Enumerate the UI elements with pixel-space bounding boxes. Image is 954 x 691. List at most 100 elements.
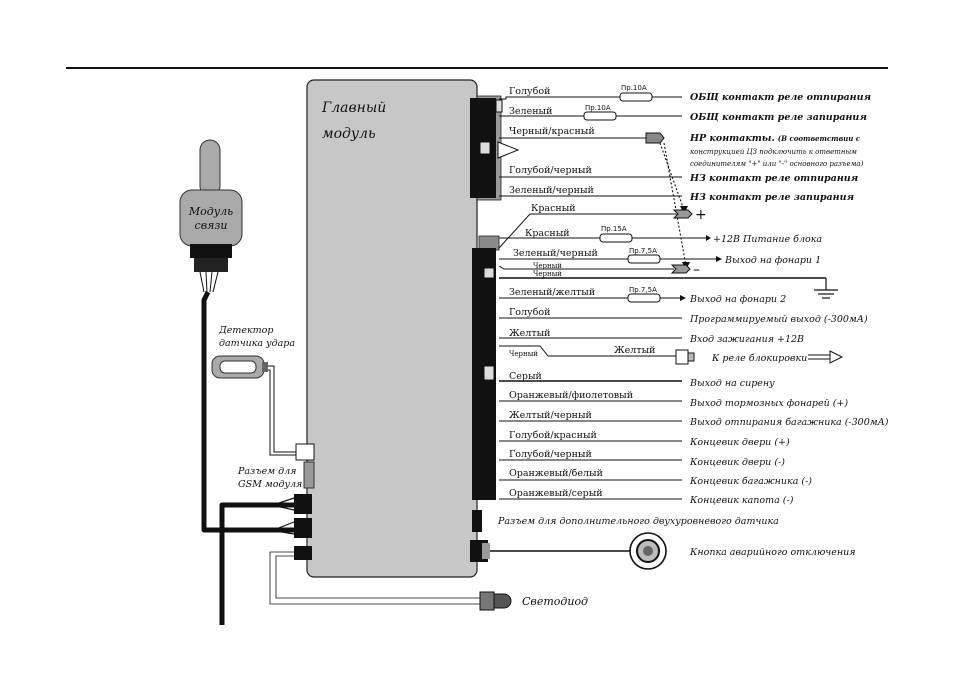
upper-connector-latch xyxy=(479,141,491,155)
comm-module-label-2: связи xyxy=(195,219,228,232)
relay-arrow xyxy=(808,350,844,364)
led-lens xyxy=(493,593,512,609)
gsm-label-1: Разъем для xyxy=(237,466,296,477)
shock-sensor-label-2: датчика удара xyxy=(219,338,295,349)
wire-label-10: Черный xyxy=(533,270,562,278)
wire-label-19: Голубой/черный xyxy=(509,449,592,460)
wire-label-2: Зеленый xyxy=(509,106,552,117)
shock-sensor-label-1: Детектор xyxy=(218,325,273,336)
upper-connector-tab xyxy=(495,99,503,113)
relay-plug-tip xyxy=(687,352,695,362)
func-label-1: ОБЩ контакт реле отпирания xyxy=(690,92,871,103)
func-label-8: Выход на фонари 1 xyxy=(724,255,821,266)
func-label-2: ОБЩ контакт реле запирания xyxy=(690,112,867,123)
func-label-4: НЗ контакт реле отпирания xyxy=(689,173,859,184)
plus-terminal xyxy=(672,209,693,219)
fuse-label-3: Пр.15А xyxy=(601,225,627,233)
func-label-17: Выход отпирания багажника (-300мА) xyxy=(689,417,889,428)
minus-sign: – xyxy=(693,262,700,278)
shock-sensor-tab xyxy=(262,362,268,372)
gsm-connector xyxy=(303,461,315,489)
button-connector-tab xyxy=(482,543,490,559)
wire-label-17: Желтый/черный xyxy=(509,410,592,421)
comm-module-base xyxy=(190,244,232,258)
fuse-5 xyxy=(627,293,661,303)
shock-sensor-wires xyxy=(268,365,296,456)
fuse-label-2: Пр.10А xyxy=(585,104,611,112)
fuse-label-4: Пр.7,5А xyxy=(629,247,657,255)
upper-connector-wedge xyxy=(497,141,520,159)
func-label-13: Вход зажигания +12В xyxy=(689,334,804,345)
comm-module-plug xyxy=(194,258,228,272)
thick-cables xyxy=(201,290,298,625)
comm-module-wires xyxy=(199,271,219,293)
comm-antenna xyxy=(199,139,221,197)
wire-label-12: Голубой xyxy=(509,307,550,318)
func-label-5: НЗ контакт реле запирания xyxy=(689,192,854,203)
left-connector-1 xyxy=(294,494,312,514)
wire-lines xyxy=(490,96,826,552)
nr-plug xyxy=(645,132,665,144)
nr-dotted xyxy=(659,142,687,267)
led-wires xyxy=(269,551,480,605)
wire-label-20: Оранжевый/белый xyxy=(509,468,603,479)
func-label-11: Выход на фонари 2 xyxy=(689,294,786,305)
wire-label-1: Голубой xyxy=(509,86,550,97)
main-module xyxy=(306,79,478,578)
wire-label-15: Серый xyxy=(509,371,542,382)
main-module-title-2: модуль xyxy=(322,126,376,142)
func-label-7: +12В Питание блока xyxy=(713,234,822,245)
func-note-3: соединителям "+" или "-" основного разъе… xyxy=(690,160,864,168)
minus-terminal xyxy=(670,264,691,274)
lower-connector-latch xyxy=(483,365,495,381)
left-connector-2 xyxy=(294,518,312,538)
led-body xyxy=(479,591,495,611)
comm-module-label-1: Модуль xyxy=(188,205,233,218)
fuse-2 xyxy=(583,111,617,121)
wire-label-9: Черный xyxy=(533,262,562,270)
wire-label-4: Голубой/черный xyxy=(509,165,592,176)
emergency-button-label: Кнопка аварийного отключения xyxy=(689,547,856,558)
wire-label-5: Зеленый/черный xyxy=(509,185,594,196)
wire-label-14b: Желтый xyxy=(614,345,655,356)
arrow-lamps1 xyxy=(716,256,722,262)
fuse-label-5: Пр.7,5А xyxy=(629,286,657,294)
wire-label-3: Черный/красный xyxy=(509,126,595,137)
func-label-14: К реле блокировки xyxy=(711,353,807,364)
aux-sensor-label: Разъем для дополнительного двухуровневог… xyxy=(497,516,779,527)
main-module-title-1: Главный xyxy=(321,100,386,116)
wire-label-21: Оранжевый/серый xyxy=(509,488,603,499)
wire-label-14: Черный xyxy=(509,350,538,358)
fuse-label-1: Пр.10А xyxy=(621,84,647,92)
wire-label-8: Зеленый/черный xyxy=(513,248,598,259)
connector-fanout xyxy=(275,497,295,535)
aux-connector xyxy=(472,510,482,532)
arrow-lamps2 xyxy=(680,295,686,301)
fuse-4 xyxy=(627,254,661,264)
comm-module xyxy=(179,189,243,247)
wire-label-16: Оранжевый/фиолетовый xyxy=(509,390,633,401)
shock-sensor-connector xyxy=(295,443,315,461)
wire-label-6: Красный xyxy=(531,203,576,214)
fuse-1 xyxy=(619,92,653,102)
func-label-15: Выход на сирену xyxy=(689,378,775,389)
left-connector-3 xyxy=(294,546,312,560)
fuse-3 xyxy=(599,233,633,243)
relay-plug xyxy=(675,349,689,365)
wire-label-11: Зеленый/желтый xyxy=(509,287,595,298)
wire-label-13: Желтый xyxy=(509,328,550,339)
wire-label-18: Голубой/красный xyxy=(509,430,597,441)
func-label-16: Выход тормозных фонарей (+) xyxy=(689,398,848,409)
wire-label-7: Красный xyxy=(525,228,570,239)
plus-sign: + xyxy=(695,207,707,223)
func-label-3: НР контакты.(В соответствии с xyxy=(689,133,861,144)
ground-symbol xyxy=(814,278,838,299)
shock-sensor-window xyxy=(219,360,257,374)
func-label-20: Концевик багажника (-) xyxy=(689,476,812,487)
lower-connector-top xyxy=(478,235,500,251)
gsm-label-2: GSM модуля xyxy=(238,479,302,490)
arrow-12v xyxy=(706,235,711,241)
emergency-button-core xyxy=(643,546,653,556)
func-label-19: Концевик двери (-) xyxy=(689,457,785,468)
